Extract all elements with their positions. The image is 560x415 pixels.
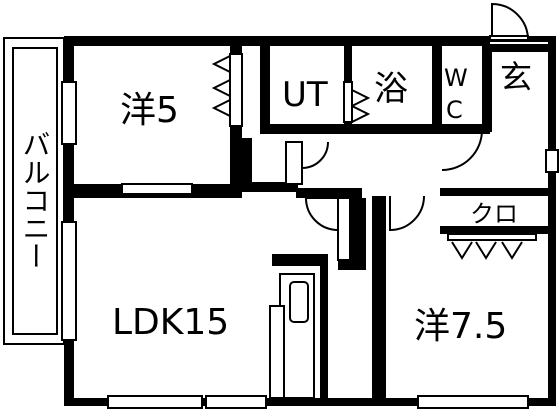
balcony <box>3 37 65 345</box>
kitchen-counter <box>269 273 315 399</box>
room-label-ldk: LDK15 <box>112 302 229 343</box>
entrance-door <box>489 2 548 52</box>
room-label-balcony: バルコニー <box>19 130 52 270</box>
room-label-closet: クロ <box>470 200 518 228</box>
room-label-wc-w: W <box>444 64 468 92</box>
room-label-western-5: 洋5 <box>120 90 179 131</box>
closet-doors-western5 <box>211 53 243 127</box>
room-label-ut: UT <box>282 75 328 115</box>
room-label-bath: 浴 <box>374 69 408 109</box>
room-label-wc-c: C <box>446 96 463 124</box>
windows <box>61 81 559 409</box>
closet-doors-western7 <box>447 233 537 260</box>
room-label-entrance: 玄 <box>500 58 532 96</box>
ldk-entry-door <box>304 197 362 261</box>
ut-door <box>343 81 371 123</box>
western7-door <box>389 195 425 232</box>
room-label-western-7-5: 洋7.5 <box>414 306 507 347</box>
ut-entry-door <box>285 141 329 185</box>
wc-door <box>441 129 484 171</box>
